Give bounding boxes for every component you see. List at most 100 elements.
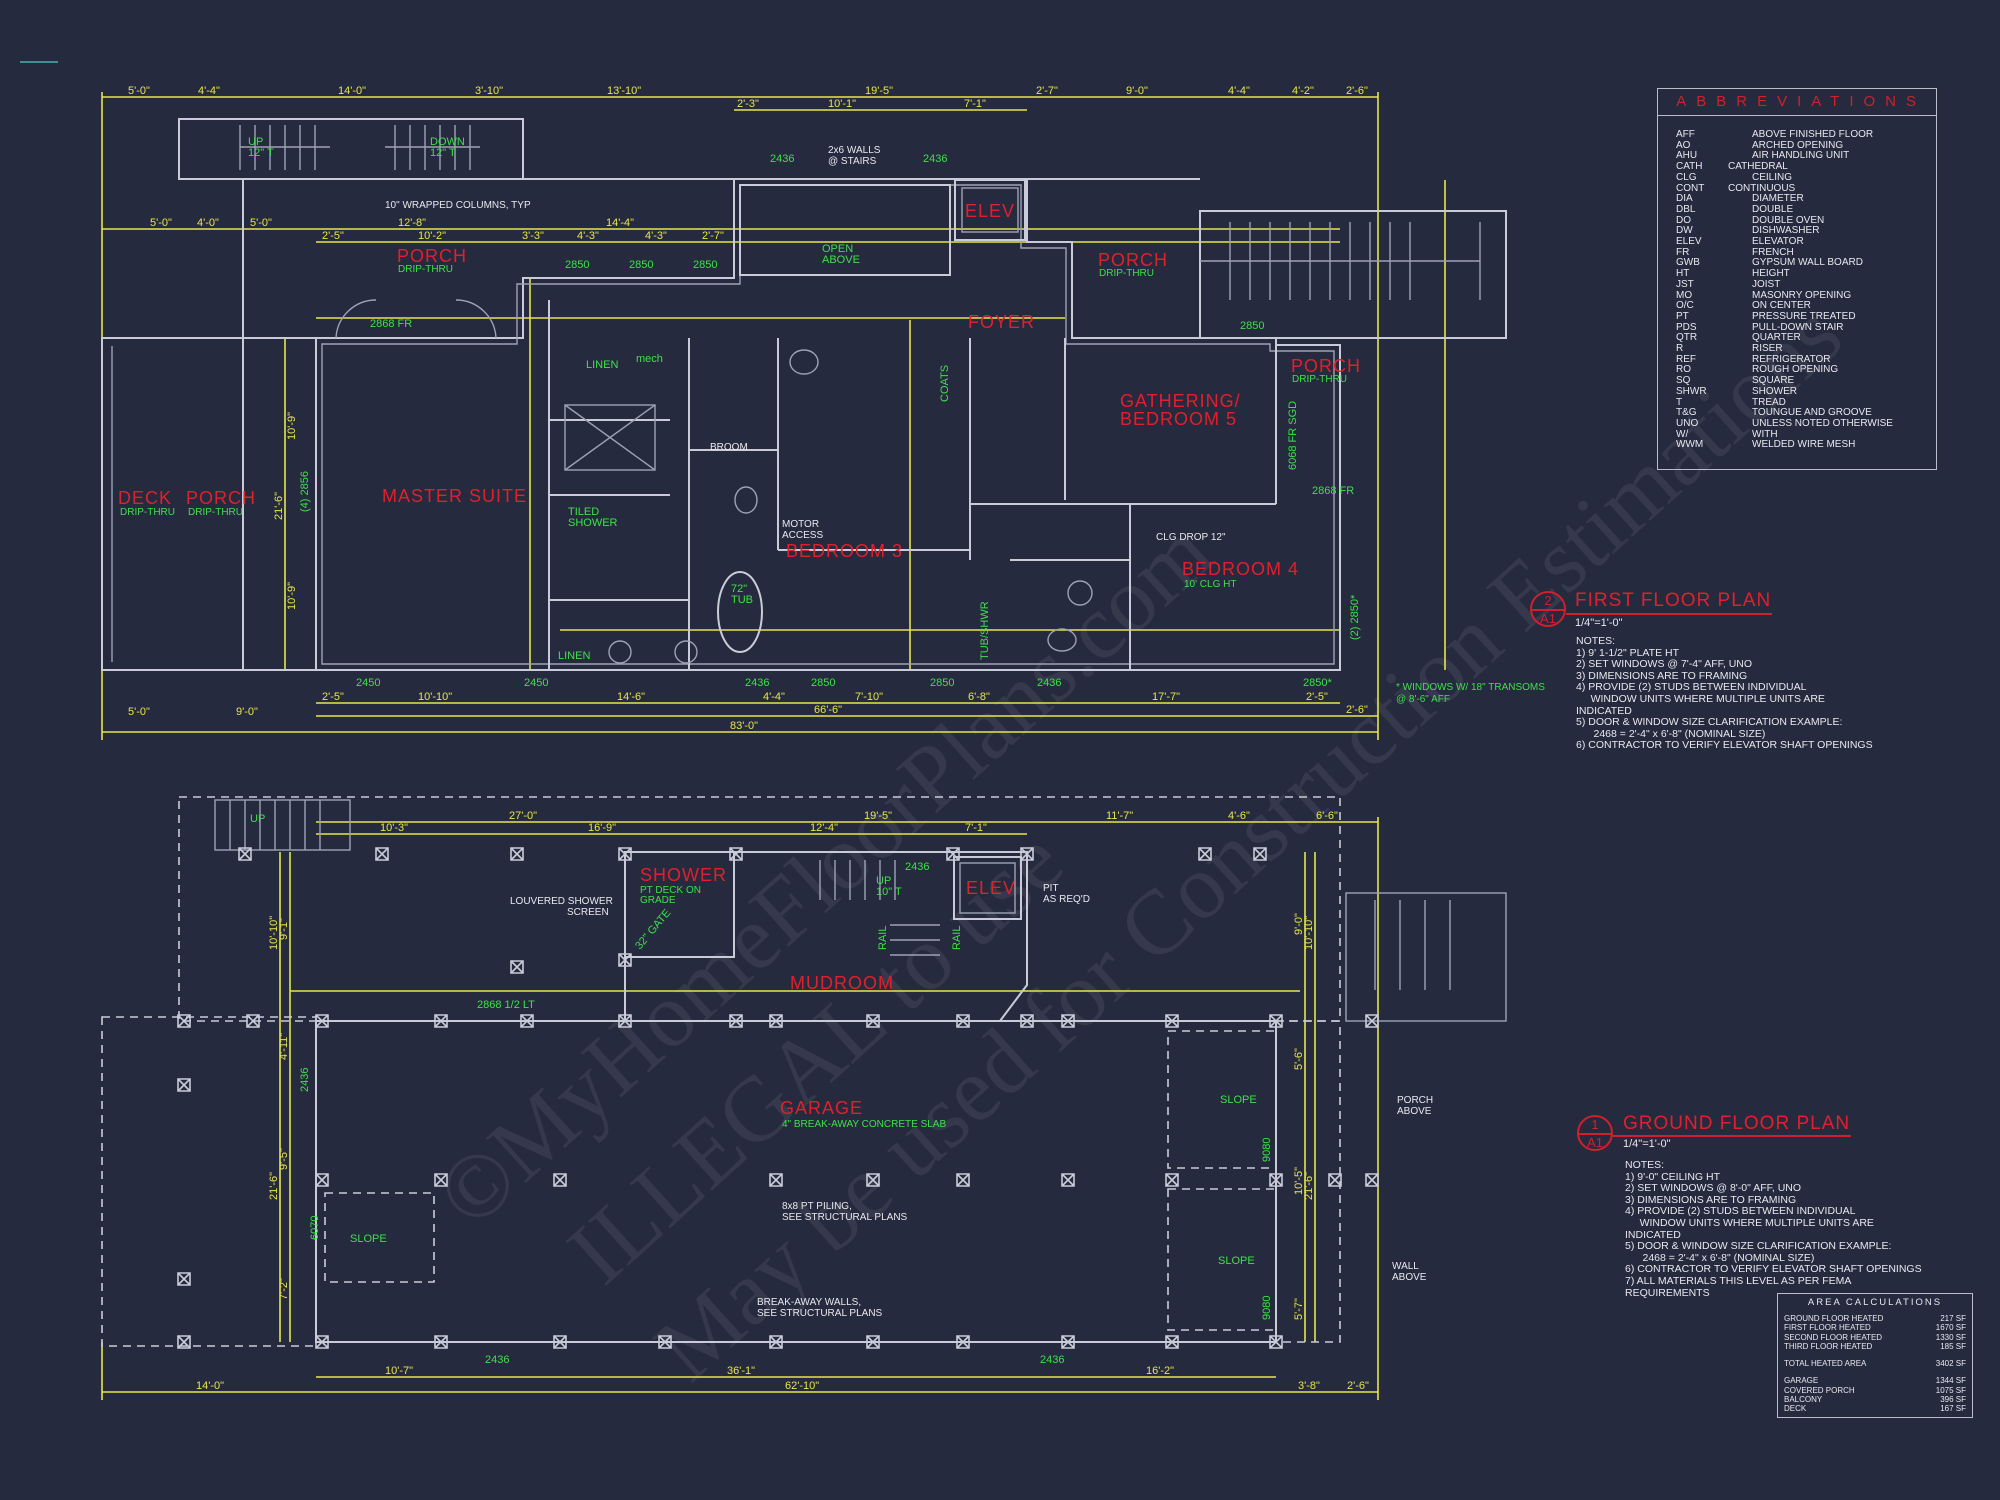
piling-marker xyxy=(946,847,960,861)
ground-floor-section-bubble: 1 A1 xyxy=(1577,1115,1613,1151)
dimension: 10'-10" xyxy=(418,691,452,703)
room-mudroom: MUDROOM xyxy=(790,973,894,993)
tag: 2450 xyxy=(524,677,548,689)
dimension: 12'-4" xyxy=(810,822,838,834)
dimension: 14'-6" xyxy=(617,691,645,703)
piling-marker xyxy=(1165,1014,1179,1028)
tag: 2868 1/2 LT xyxy=(477,999,535,1011)
first-floor-plan: MASTER SUITE DECK DRIP-THRU PORCH DRIP-T… xyxy=(101,85,1507,740)
abbreviation-meaning: TREAD xyxy=(1752,396,1786,408)
abbreviation-code: AHU xyxy=(1676,150,1698,162)
note-line: * WINDOWS W/ 18" TRANSOMS xyxy=(1396,682,1545,693)
note-porch-above: PORCH xyxy=(1397,1095,1433,1106)
tag: 2850 xyxy=(565,259,589,271)
piling-marker xyxy=(177,1014,191,1028)
tag: 12" T xyxy=(430,147,456,159)
dimension: 6'-8" xyxy=(968,691,990,703)
dimension: 2'-5" xyxy=(1306,691,1328,703)
dimension: 12'-8" xyxy=(398,217,426,229)
piling-marker xyxy=(1020,847,1034,861)
dimension: 5'-0" xyxy=(250,217,272,229)
dimension: 13'-10" xyxy=(607,85,641,97)
abbreviation-meaning: JOIST xyxy=(1752,278,1781,290)
note-line: REQUIREMENTS xyxy=(1625,1286,1710,1299)
tag: 2436 xyxy=(299,1068,311,1092)
piling-markers xyxy=(177,847,1379,1349)
room-shower: SHOWER xyxy=(640,865,727,885)
dimension: 4'-4" xyxy=(1228,85,1250,97)
note-line: INDICATED xyxy=(1576,704,1632,717)
tag: 2436 xyxy=(1037,677,1061,689)
note-columns: 10" WRAPPED COLUMNS, TYP xyxy=(385,200,531,211)
abbreviation-meaning: QUARTER xyxy=(1752,332,1801,344)
note-louvered-2: SCREEN xyxy=(567,907,609,918)
abbreviation-code: QTR xyxy=(1676,332,1698,344)
dimension: 62'-10" xyxy=(785,1380,819,1392)
tag: SHOWER xyxy=(568,517,618,529)
tag: (4) 2856 xyxy=(299,471,311,512)
area-label: BALCONY xyxy=(1784,1395,1823,1405)
note-line: 6) CONTRACTOR TO VERIFY ELEVATOR SHAFT O… xyxy=(1625,1263,1922,1276)
abbreviation-code: ELEV xyxy=(1676,236,1702,248)
first-floor-dimension-lines xyxy=(101,92,1446,740)
note-line: 1) 9' 1-1/2" PLATE HT xyxy=(1576,646,1679,659)
tag: (2) 2850* xyxy=(1349,594,1361,640)
dimension: 9'-0" xyxy=(236,706,258,718)
tag: 9080 xyxy=(1261,1296,1273,1320)
tag: 2850 xyxy=(693,259,717,271)
room-shower-sub: PT DECK ON xyxy=(640,885,701,896)
area-value: 185 SF xyxy=(1940,1341,1966,1351)
area-label: COVERED PORCH xyxy=(1784,1385,1855,1395)
tag: LINEN xyxy=(586,359,618,371)
first-floor-scale: 1/4"=1'-0" xyxy=(1575,617,1623,629)
dimension: 2'-6" xyxy=(1346,85,1368,97)
tag: 2436 xyxy=(770,153,794,165)
piling-marker xyxy=(866,1335,880,1349)
piling-marker xyxy=(769,1014,783,1028)
piling-marker xyxy=(618,953,632,967)
dimension: 6'-6" xyxy=(1316,810,1338,822)
note-line: NOTES: xyxy=(1625,1159,1665,1171)
abbreviation-meaning: WELDED WIRE MESH xyxy=(1752,439,1856,451)
tag: UP xyxy=(248,136,263,148)
note-line: 5) DOOR & WINDOW SIZE CLARIFICATION EXAM… xyxy=(1576,716,1843,729)
abbreviation-code: SQ xyxy=(1676,375,1691,387)
abbreviation-meaning: CEILING xyxy=(1752,171,1793,183)
dimension: 10'-2" xyxy=(418,230,446,242)
bubble-sheet: A1 xyxy=(1587,1135,1603,1150)
tag: 72" xyxy=(731,583,747,595)
note-clg-drop: CLG DROP 12" xyxy=(1156,532,1226,543)
area-label: SECOND FLOOR HEATED xyxy=(1784,1332,1883,1342)
piling-marker xyxy=(729,1014,743,1028)
tag: 2868 FR xyxy=(370,318,412,330)
dimension: 14'-0" xyxy=(196,1380,224,1392)
tag: 2436 xyxy=(923,153,947,165)
bubble-number: 2 xyxy=(1532,593,1564,611)
dimension: 10'-3" xyxy=(380,822,408,834)
dimension: 2'-6" xyxy=(1346,704,1368,716)
area-value: 396 SF xyxy=(1940,1395,1966,1405)
tag: COATS xyxy=(939,365,951,402)
room-bedroom-4-sub: 10' CLG HT xyxy=(1184,579,1236,590)
note-piling: 8x8 PT PILING, xyxy=(782,1201,852,1212)
note-line: NOTES: xyxy=(1576,635,1616,647)
area-label: FIRST FLOOR HEATED xyxy=(1784,1323,1871,1333)
piling-marker xyxy=(1165,1335,1179,1349)
abbreviation-meaning: SHOWER xyxy=(1752,385,1797,397)
piling-marker xyxy=(1365,1173,1379,1187)
